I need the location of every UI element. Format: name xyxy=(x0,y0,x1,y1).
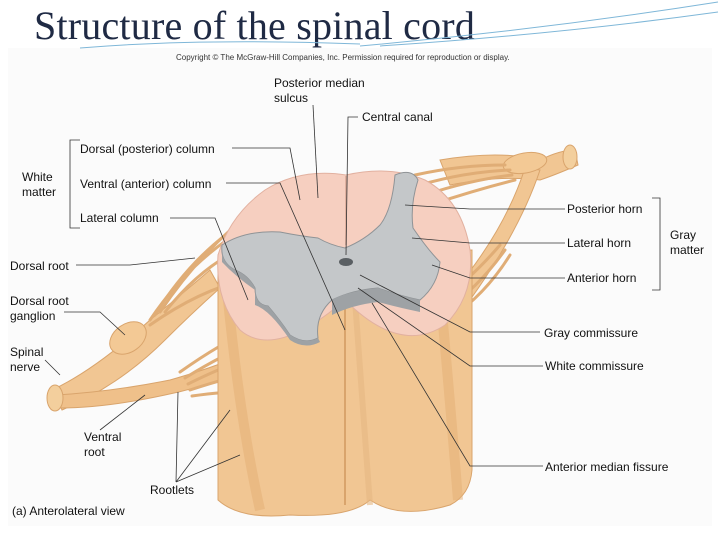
label-anterior-horn: Anterior horn xyxy=(567,271,637,285)
label-lateral-column: Lateral column xyxy=(80,211,159,225)
label-white-commissure: White commissure xyxy=(545,359,644,373)
label-ventral-column: Ventral (anterior) column xyxy=(80,177,212,191)
figure-caption: (a) Anterolateral view xyxy=(12,504,125,518)
label-central-canal: Central canal xyxy=(362,110,433,124)
label-spinal-nerve: Spinal nerve xyxy=(10,345,44,374)
label-gray-commissure: Gray commissure xyxy=(544,326,639,340)
label-dorsal-root: Dorsal root xyxy=(10,259,69,273)
label-dorsal-column: Dorsal (posterior) column xyxy=(80,142,215,156)
label-dorsal-root-ganglion: Dorsal root ganglion xyxy=(10,294,69,323)
label-ventral-root: Ventral root xyxy=(84,430,122,459)
label-posterior-median-sulcus: Posterior median sulcus xyxy=(274,76,365,105)
label-white-matter: White matter xyxy=(22,170,57,199)
right-spinal-nerve xyxy=(439,144,579,301)
label-gray-matter: Gray matter xyxy=(670,228,705,257)
copyright-notice: Copyright © The McGraw-Hill Companies, I… xyxy=(176,53,510,62)
decorative-swoosh xyxy=(79,1,719,49)
spinal-nerve xyxy=(46,269,233,412)
label-posterior-horn: Posterior horn xyxy=(567,202,643,216)
label-lateral-horn: Lateral horn xyxy=(567,236,632,250)
slide-title: Structure of the spinal cord xyxy=(34,3,476,48)
label-rootlets: Rootlets xyxy=(150,483,195,497)
label-anterior-median-fissure: Anterior median fissure xyxy=(545,460,669,474)
leader-lines xyxy=(44,104,661,483)
